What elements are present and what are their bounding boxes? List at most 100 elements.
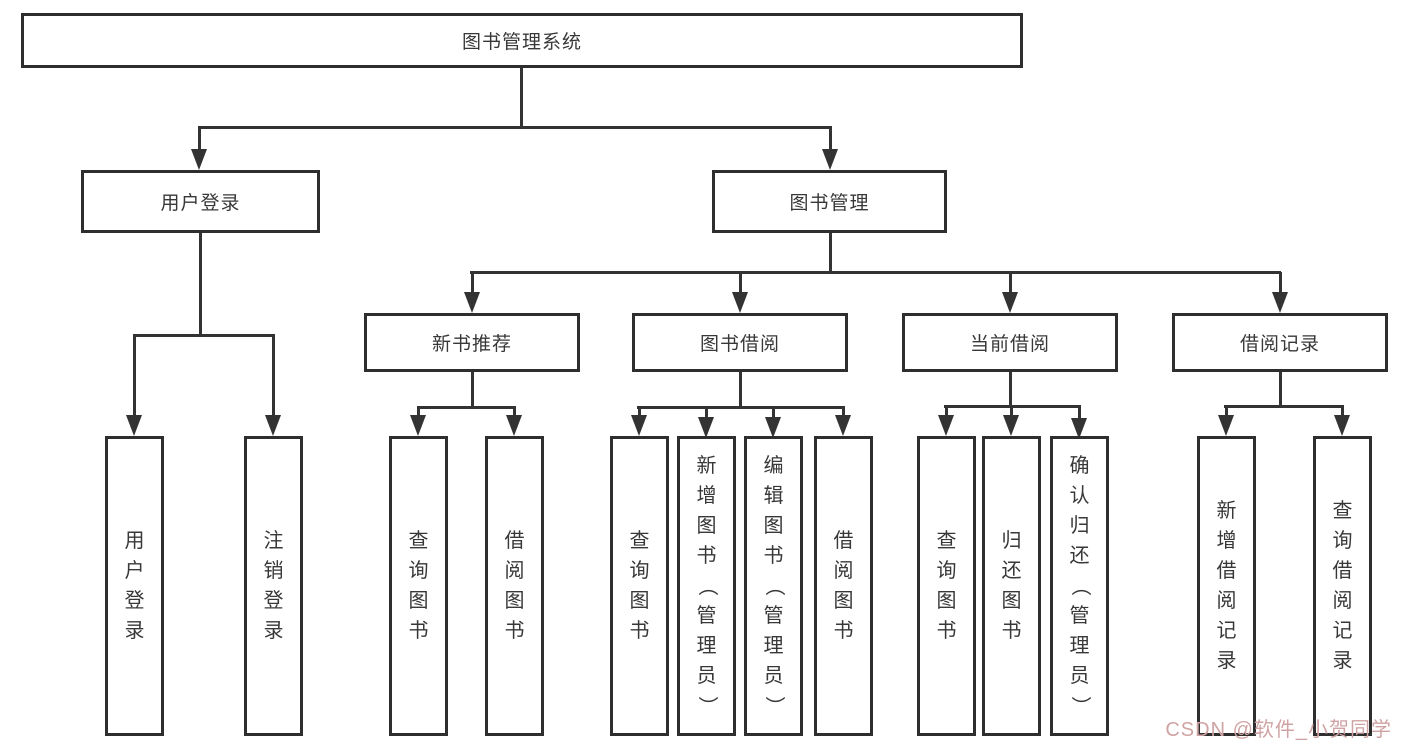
vertical-glyph: 图 [936, 590, 957, 612]
arrowhead-down-icon [464, 292, 480, 313]
node-label: 归还图书 [1002, 439, 1022, 733]
vertical-glyph: ） [695, 696, 718, 716]
leaf-borrow-books: 借阅图书 [485, 436, 544, 736]
vertical-glyph: 登 [124, 590, 145, 612]
vertical-glyph: （ [762, 576, 785, 596]
connector-line [271, 335, 275, 418]
vertical-glyph: 阅 [504, 560, 525, 582]
vertical-glyph: 查 [629, 530, 650, 552]
node-label: 注销登录 [264, 439, 284, 733]
leaf-add-book-admin: 新增图书（管理员） [677, 436, 736, 736]
connector-line [132, 335, 136, 418]
node-current-borrowing: 当前借阅 [902, 313, 1118, 372]
leaf-query-books-current: 查询图书 [917, 436, 976, 736]
vertical-glyph: 确 [1069, 455, 1090, 477]
vertical-glyph: ） [762, 696, 785, 716]
arrowhead-down-icon [1003, 415, 1019, 436]
vertical-glyph: 员 [763, 665, 784, 687]
arrowhead-down-icon [765, 417, 781, 438]
vertical-glyph: 还 [1069, 545, 1090, 567]
node-label: 查询图书 [630, 439, 650, 733]
connector-line [841, 407, 845, 418]
connector-line [470, 372, 474, 409]
vertical-glyph: 编 [763, 455, 784, 477]
vertical-glyph: 认 [1069, 485, 1090, 507]
vertical-glyph: 户 [124, 560, 145, 582]
vertical-glyph: 图 [408, 590, 429, 612]
vertical-glyph: 还 [1001, 560, 1022, 582]
node-borrow-records: 借阅记录 [1172, 313, 1388, 372]
node-label: 当前借阅 [969, 334, 1050, 355]
leaf-return-book: 归还图书 [982, 436, 1041, 736]
vertical-glyph: 借 [1332, 560, 1353, 582]
vertical-glyph: 书 [833, 620, 854, 642]
arrowhead-down-icon [698, 417, 714, 438]
connector-line [828, 127, 832, 152]
node-label: 查询借阅记录 [1333, 439, 1353, 733]
connector-line [1224, 406, 1228, 418]
node-label: 图书管理系统 [461, 32, 582, 53]
connector-line [1008, 272, 1012, 295]
vertical-glyph: 图 [629, 590, 650, 612]
vertical-glyph: 录 [1332, 650, 1353, 672]
connector-line [197, 127, 201, 152]
node-label: 借阅记录 [1239, 334, 1320, 355]
connector-line [470, 270, 1281, 274]
vertical-glyph: 图 [504, 590, 525, 612]
leaf-borrow-books-borrowing: 借阅图书 [814, 436, 873, 736]
watermark: CSDN @软件_小贺同学 [1165, 719, 1392, 741]
node-label: 新增借阅记录 [1217, 439, 1237, 733]
connector-line [1278, 372, 1282, 408]
vertical-glyph: 阅 [1332, 590, 1353, 612]
vertical-glyph: 书 [936, 620, 957, 642]
connector-line [198, 125, 832, 129]
connector-line [512, 407, 516, 418]
leaf-confirm-return-admin: 确认归还（管理员） [1050, 436, 1109, 736]
vertical-glyph: （ [695, 576, 718, 596]
vertical-glyph: 图 [763, 515, 784, 537]
vertical-glyph: 录 [263, 620, 284, 642]
connector-line [417, 405, 516, 409]
node-label: 新书推荐 [431, 334, 512, 355]
connector-line [738, 372, 742, 409]
vertical-glyph: 查 [408, 530, 429, 552]
connector-line [738, 272, 742, 295]
leaf-add-borrow-record: 新增借阅记录 [1197, 436, 1256, 736]
arrowhead-down-icon [938, 415, 954, 436]
arrowhead-down-icon [1002, 292, 1018, 313]
vertical-glyph: 理 [696, 635, 717, 657]
leaf-edit-book-admin: 编辑图书（管理员） [744, 436, 803, 736]
vertical-glyph: 用 [124, 530, 145, 552]
arrowhead-down-icon [822, 149, 838, 170]
arrowhead-down-icon [506, 415, 522, 436]
vertical-glyph: 查 [936, 530, 957, 552]
node-label: 借阅图书 [834, 439, 854, 733]
node-book-borrowing: 图书借阅 [632, 313, 848, 372]
vertical-glyph: 书 [1001, 620, 1022, 642]
connector-line [133, 333, 275, 337]
vertical-glyph: 增 [1216, 530, 1237, 552]
vertical-glyph: 询 [629, 560, 650, 582]
connector-line [1278, 272, 1282, 295]
vertical-glyph: 询 [408, 560, 429, 582]
vertical-glyph: 销 [263, 560, 284, 582]
vertical-glyph: 管 [763, 605, 784, 627]
node-library-system: 图书管理系统 [21, 13, 1023, 68]
vertical-glyph: 录 [1216, 650, 1237, 672]
connector-line [944, 404, 1081, 408]
vertical-glyph: 管 [696, 605, 717, 627]
leaf-user-login: 用户登录 [105, 436, 164, 736]
vertical-glyph: 查 [1332, 500, 1353, 522]
leaf-logout: 注销登录 [244, 436, 303, 736]
vertical-glyph: 记 [1216, 620, 1237, 642]
arrowhead-down-icon [191, 149, 207, 170]
arrowhead-down-icon [410, 415, 426, 436]
vertical-glyph: 书 [763, 545, 784, 567]
node-label: 借阅图书 [505, 439, 525, 733]
connector-line [828, 233, 832, 274]
vertical-glyph: 注 [263, 530, 284, 552]
arrowhead-down-icon [1272, 292, 1288, 313]
node-user-login: 用户登录 [81, 170, 320, 233]
node-label: 查询图书 [409, 439, 429, 733]
